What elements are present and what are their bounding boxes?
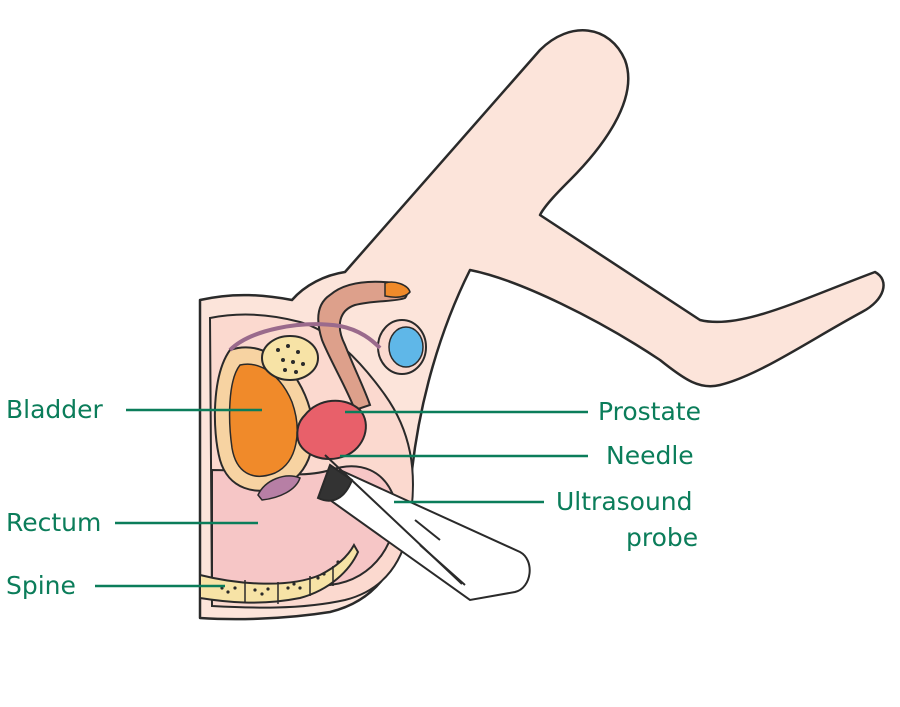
needle-shape xyxy=(324,454,463,585)
label-rectum: Rectum xyxy=(6,508,102,537)
spine-segment-lines xyxy=(244,566,334,604)
label-bladder: Bladder xyxy=(6,395,103,424)
pubic-bone xyxy=(261,335,319,381)
label-ultrasound-line2: probe xyxy=(626,523,699,552)
pubic-bone-dots xyxy=(276,344,305,374)
spine-vertebrae-dots xyxy=(220,560,340,596)
testis-inner xyxy=(388,326,424,368)
ultrasound-probe-shape xyxy=(316,463,531,602)
label-needle: Needle xyxy=(606,441,694,470)
vas-deferens xyxy=(228,322,382,352)
bladder-shape xyxy=(228,363,298,477)
glans-tip xyxy=(384,281,411,298)
label-prostate: Prostate xyxy=(598,397,701,426)
label-ultrasound-line1: Ultrasound xyxy=(556,487,693,516)
leader-lines xyxy=(95,408,588,588)
seminal-vesicle xyxy=(257,475,301,501)
label-spine: Spine xyxy=(6,571,76,600)
